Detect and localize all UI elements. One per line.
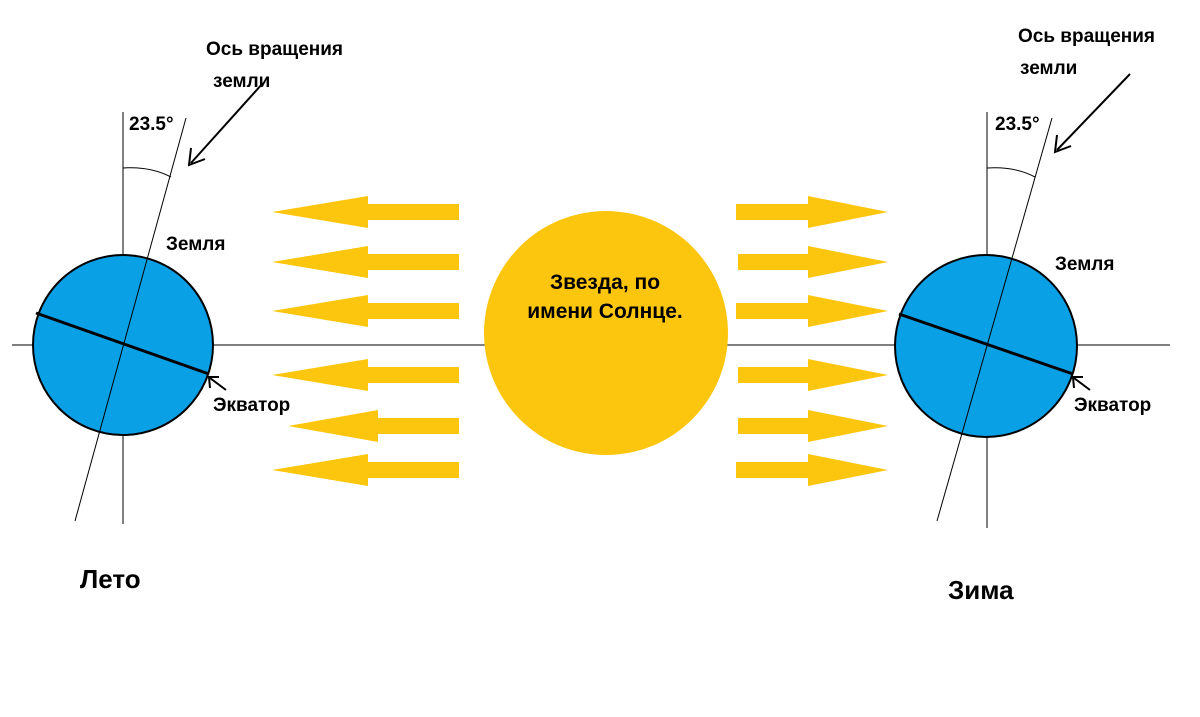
left-equator-label: Экватор bbox=[213, 395, 291, 416]
ray-arrow-left-2 bbox=[272, 246, 459, 278]
left-axis-title-line2: земли bbox=[213, 71, 271, 92]
right-equator-label: Экватор bbox=[1074, 395, 1152, 416]
sun bbox=[484, 211, 728, 455]
right-axis-title-line1: Ось вращения bbox=[1018, 26, 1155, 47]
left-angle-arc bbox=[122, 167, 172, 178]
ray-arrow-left-3 bbox=[272, 295, 459, 327]
right-axis-pointer-arrow bbox=[1056, 73, 1131, 151]
left-axis-pointer-arrowhead bbox=[187, 147, 206, 167]
left-axis-pointer-arrow bbox=[190, 82, 264, 164]
sun-caption: Звезда, по имени Солнце. bbox=[485, 268, 725, 327]
sun-caption-line1: Звезда, по bbox=[549, 271, 661, 294]
right-angle-label: 23.5° bbox=[995, 114, 1040, 135]
left-earth-axis bbox=[74, 117, 187, 522]
ray-arrow-right-5 bbox=[738, 410, 888, 442]
left-equator-pointer-arrowhead bbox=[207, 376, 219, 389]
right-earth-axis bbox=[936, 117, 1053, 522]
right-season-label: Зима bbox=[948, 575, 1014, 605]
right-angle-arc bbox=[986, 167, 1036, 178]
ray-arrow-right-4 bbox=[738, 359, 888, 391]
sun-caption-line2: имени Солнце. bbox=[527, 300, 683, 324]
right-equator-line bbox=[898, 312, 1074, 376]
left-axis-title-line1: Ось вращения bbox=[206, 39, 343, 60]
ray-arrow-right-1 bbox=[736, 196, 888, 228]
left-season-label: Лето bbox=[80, 564, 141, 594]
left-equator-line bbox=[35, 311, 210, 376]
ray-arrow-right-3 bbox=[736, 295, 888, 327]
ray-arrow-right-2 bbox=[738, 246, 888, 278]
ray-arrow-left-4 bbox=[272, 359, 459, 391]
ray-arrow-left-5 bbox=[288, 410, 459, 442]
right-axis-title-line2: земли bbox=[1020, 58, 1078, 79]
left-equator-pointer-arrow bbox=[209, 377, 227, 391]
right-equator-pointer-arrow bbox=[1073, 377, 1091, 391]
ray-arrow-left-1 bbox=[272, 196, 459, 228]
left-earth-label: Земля bbox=[166, 234, 226, 255]
right-equator-pointer-arrowhead bbox=[1071, 376, 1083, 389]
ray-arrow-left-6 bbox=[272, 454, 459, 486]
left-angle-label: 23.5° bbox=[129, 114, 174, 135]
right-axis-pointer-arrowhead bbox=[1053, 134, 1072, 154]
right-earth-globe bbox=[894, 254, 1078, 438]
ray-arrow-right-6 bbox=[736, 454, 888, 486]
right-earth-label: Земля bbox=[1055, 254, 1115, 275]
